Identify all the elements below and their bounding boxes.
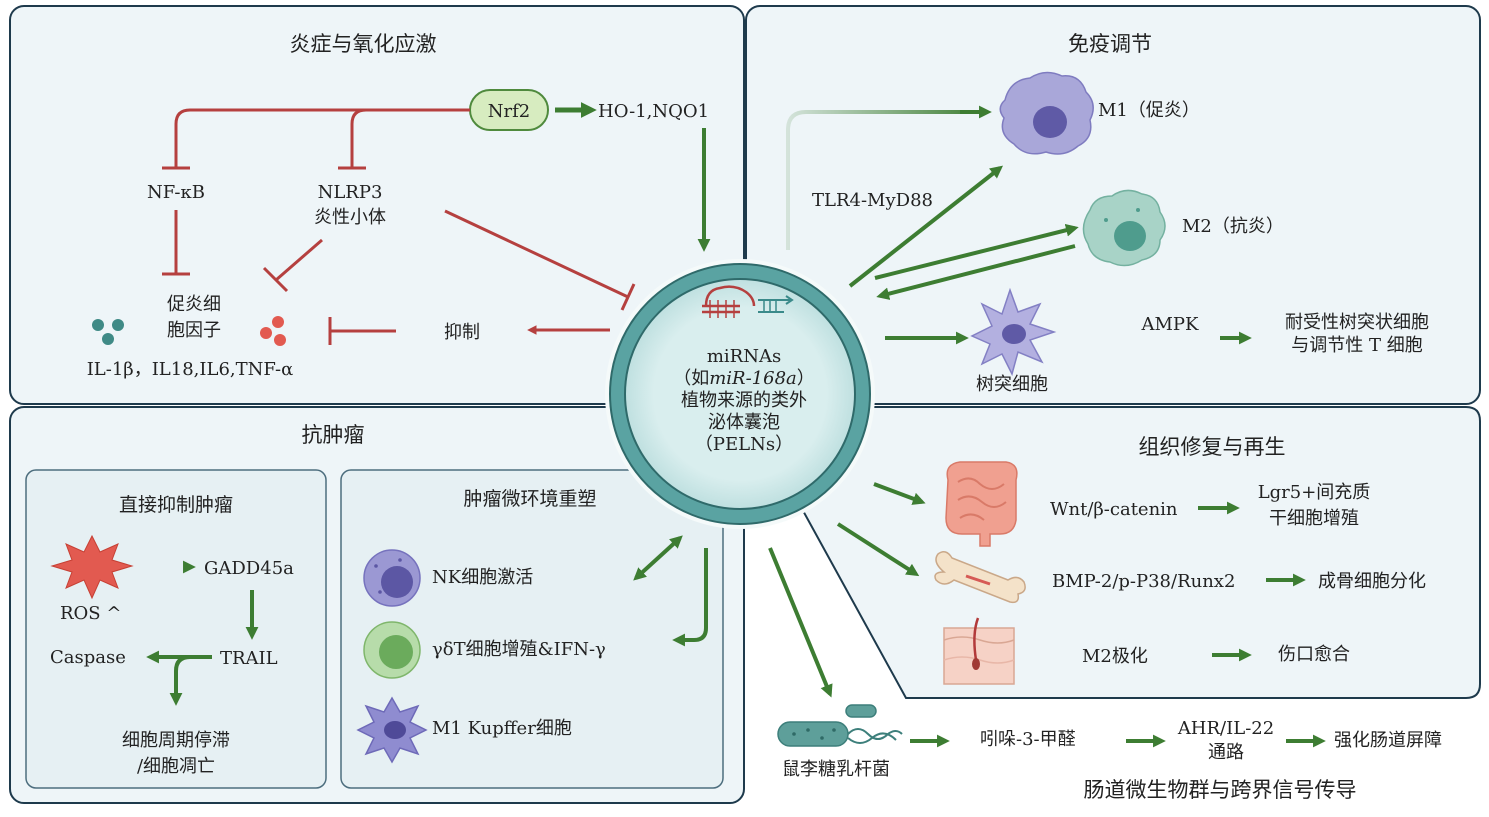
bone-icon (934, 551, 1026, 604)
inhibit-nrf2-nfkb (174, 108, 470, 168)
m2-macrophage-icon (1082, 189, 1166, 267)
tlr4-label: TLR4-MyD88 (812, 190, 933, 211)
microbiota-content: 鼠李糖乳杆菌 吲哚-3-甲醛 AHR/IL-22 通路 强化肠道屏障 肠道微生物… (768, 547, 1442, 802)
ahr-label-1: AHR/IL-22 (1177, 718, 1274, 739)
dendritic-cell-icon (970, 287, 1057, 377)
inhibit-vesicle-nlrp3 (444, 209, 629, 299)
outcome-label-1: 细胞周期停滞 (122, 730, 230, 751)
bacteria-icon (777, 704, 903, 747)
lgr5-label-1: Lgr5+间充质 (1258, 482, 1371, 503)
trail-label: TRAIL (220, 648, 278, 669)
m1-label: M1（促炎） (1098, 100, 1200, 121)
gdt-label: γδT细胞增殖&IFN-γ (432, 638, 606, 660)
outcome-label-2: /细胞凋亡 (137, 756, 215, 777)
mirna-hairpin-icon (702, 285, 794, 318)
arrow-to-m2 (874, 223, 1079, 280)
microenv-title: 肿瘤微环境重塑 (463, 488, 596, 510)
center-line-1: miRNAs (707, 346, 781, 367)
arrow-to-m1-path (786, 110, 985, 250)
ros-label: ROS ^ (60, 603, 121, 624)
center-line-4: 泌体囊泡 (708, 412, 780, 433)
nk-label: NK细胞激活 (432, 567, 533, 588)
gadd45a-label: GADD45a (204, 558, 294, 579)
tolerant-label-2: 与调节性 T 细胞 (1291, 335, 1422, 356)
immune-content: TLR4-MyD88 M1（促炎） M2（抗炎） 树突细胞 AMPK 耐受 (786, 71, 1429, 395)
dc-label: 树突细胞 (976, 374, 1048, 395)
wound-label: 伤口愈合 (1278, 644, 1350, 665)
arrow-vesicle-gdt (672, 548, 708, 647)
bmp-label: BMP-2/p-P38/Runx2 (1052, 571, 1235, 592)
nk-cell-icon (363, 549, 421, 607)
cytokine-dots-icon (92, 319, 124, 345)
panel-title-repair: 组织修复与再生 (1139, 435, 1286, 459)
arrow-from-m2 (876, 244, 1076, 300)
bacteria-label: 鼠李糖乳杆菌 (782, 759, 890, 780)
inhibit-nlrp3-cytokines (275, 238, 323, 282)
panel-inflammation: 炎症与氧化应激 (9, 5, 745, 405)
panel-antitumor: 抗肿瘤 (9, 406, 745, 804)
nlrp3-label-2: 炎性小体 (314, 207, 386, 228)
wnt-label: Wnt/β-catenin (1050, 499, 1178, 520)
panel-title-antitumor: 抗肿瘤 (302, 423, 365, 447)
proinflammatory-label-1: 促炎细 (167, 294, 221, 315)
panel-title-inflammation: 炎症与氧化应激 (290, 32, 437, 56)
caspase-label: Caspase (50, 647, 126, 668)
ahr-label-2: 通路 (1208, 742, 1244, 763)
central-vesicle: miRNAs （如miR-168a） 植物来源的类外 泌体囊泡 （PELNs） (605, 259, 875, 529)
osteo-label: 成骨细胞分化 (1318, 571, 1426, 592)
center-line-2: （如miR-168a） (673, 368, 815, 389)
arrow-vesicle-bone (836, 522, 920, 577)
arrow-vesicle-nk (633, 535, 683, 581)
nfkb-label: NF-κB (147, 182, 205, 203)
gdt-cell-icon (363, 621, 421, 679)
skin-icon (943, 617, 1015, 685)
panel-title-immune: 免疫调节 (1068, 32, 1152, 56)
panel-repair: 组织修复与再生 (744, 406, 1481, 699)
ho1-nqo1-label: HO-1,NQO1 (598, 101, 709, 122)
nlrp3-label-1: NLRP3 (318, 182, 383, 203)
m2pol-label: M2极化 (1082, 646, 1148, 667)
antitumor-content: 直接抑制肿瘤 ROS ^ GADD45a TRAIL Caspase 细胞周期停… (50, 488, 708, 777)
subpanel-microenv (340, 469, 724, 789)
m1-macrophage-icon (999, 71, 1094, 155)
microbiota-title: 肠道微生物群与跨界信号传导 (1084, 778, 1357, 802)
intestine-icon (945, 461, 1018, 547)
tolerant-label-1: 耐受性树突状细胞 (1285, 312, 1429, 333)
arrow-to-arrest (169, 655, 191, 706)
inflammation-content: Nrf2 HO-1,NQO1 NF-κB NLRP3 炎性小体 促炎细 胞因子 (87, 89, 711, 380)
m2-label: M2（抗炎） (1182, 216, 1284, 237)
lgr5-label-2: 干细胞增殖 (1269, 507, 1359, 529)
kupffer-cell-icon (356, 696, 428, 764)
nrf2-label: Nrf2 (488, 101, 530, 122)
barrier-label: 强化肠道屏障 (1334, 730, 1442, 751)
inhibit-bar-nlrp3-cyto (262, 266, 289, 293)
cytokines-label: IL-1β，IL18,IL6,TNF-α (87, 359, 294, 380)
direct-title: 直接抑制肿瘤 (119, 494, 233, 516)
cytokine-red-dots-icon (260, 316, 286, 346)
repair-content: Wnt/β-catenin Lgr5+间充质 干细胞增殖 BMP-2/p-P38… (836, 461, 1426, 685)
inhibit-bar-vesicle (620, 283, 636, 311)
indole-label: 吲哚-3-甲醛 (980, 729, 1076, 750)
ros-burst-icon (50, 534, 134, 600)
inhibit-label: 抑制 (444, 322, 480, 343)
kupffer-label: M1 Kupffer细胞 (432, 718, 572, 739)
ampk-label: AMPK (1141, 314, 1200, 335)
proinflammatory-label-2: 胞因子 (167, 320, 221, 341)
arrow-diagonal-m1 (848, 165, 1004, 288)
arrow-vesicle-bacteria (768, 547, 833, 698)
center-line-3: 植物来源的类外 (681, 390, 807, 411)
arrow-vesicle-intestine (873, 482, 926, 505)
inhibit-nrf2-nlrp3 (350, 108, 367, 168)
center-line-5: （PELNs） (695, 434, 793, 455)
subpanel-direct (25, 469, 327, 789)
